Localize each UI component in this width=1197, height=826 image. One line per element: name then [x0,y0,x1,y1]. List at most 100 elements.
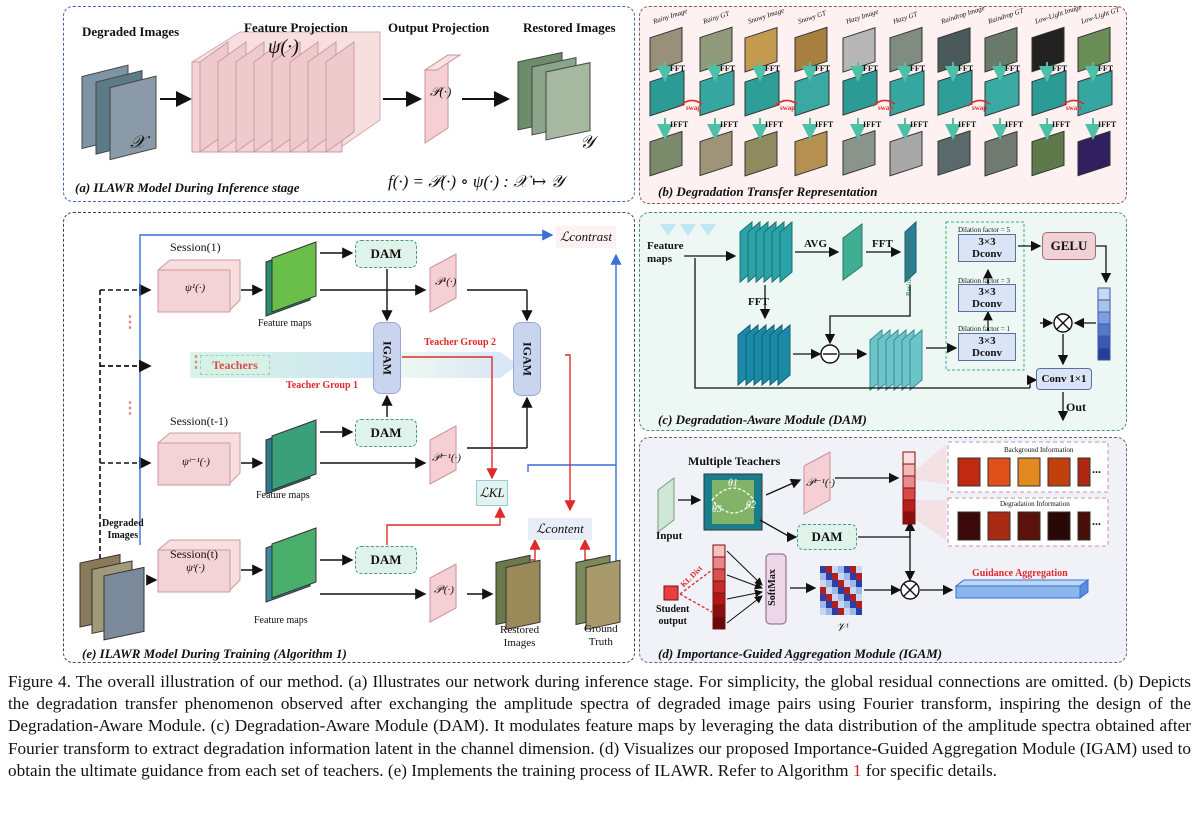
v-matrix-cell [844,601,850,608]
v-matrix-cell [844,573,850,580]
degradation-transfer-grid [649,26,1113,177]
restored-images-e-label: Restored Images [500,624,540,649]
inference-formula: f(·) = 𝒫(·) ∘ ψ(·) : 𝒳 ↦ 𝒴 [388,172,564,191]
feature-maps-3-label: Feature maps [254,615,308,626]
softmax-label: SoftMax [766,569,778,606]
panel-d-title: (d) Importance-Guided Aggregation Module… [658,646,943,661]
residual-dense-block-label: Residual Dense Block [905,233,913,296]
dam-box-3: DAM [355,546,417,574]
degraded-images-e-label: Degraded Images [102,518,144,541]
v-matrix-cell [844,566,850,573]
v-matrix-cell [826,580,832,587]
input-label: Input [656,530,683,542]
v-matrix-cell [826,601,832,608]
teachers-label: Teachers [200,355,270,375]
l-contrast-label: ℒcontrast [556,226,616,248]
x-symbol: 𝒳 [130,132,146,152]
ifft-label: IFFT [815,120,834,129]
theta3-label: θ3 [712,504,722,515]
v-matrix-cell [856,601,862,608]
dconv-1: 3×3 Dconv [958,333,1016,361]
theta1-label: θ1 [728,478,738,489]
dam-box-d: DAM [797,524,857,550]
feature-maps-label: Feature maps [647,240,684,265]
v-matrix-cell [844,580,850,587]
gelu-box: GELU [1042,232,1096,260]
v-matrix-cell [820,601,826,608]
v-matrix-cell [856,573,862,580]
p1-label: 𝒫¹(·) [435,276,457,288]
igam-box-2: IGAM [513,322,541,396]
pt-label: 𝒫ᵗ(·) [434,584,454,596]
feature-projection-block [191,31,381,153]
dilation-5-label: Dilation factor = 5 [958,226,1010,234]
y-symbol: 𝒴 [580,132,595,152]
v-matrix-cell [850,566,856,573]
fft-label: FFT [815,64,831,73]
v-matrix-cell [850,594,856,601]
ifft-label: IFFT [720,120,739,129]
v-matrix-cell [850,580,856,587]
swap-label: swap [686,104,702,112]
swap-label: swap [972,104,988,112]
v-matrix-cell [838,587,844,594]
ellipsis-bottom: ... [1092,514,1101,528]
v-matrix [820,566,862,615]
v-matrix-cell [832,608,838,615]
feature-maps-1-label: Feature maps [258,318,312,329]
ifft-label: IFFT [1005,120,1024,129]
dots-3: ⋮ [122,400,138,417]
l-content-label: ℒcontent [528,518,592,540]
dconv-5: 3×3 Dconv [958,234,1016,262]
v-matrix-cell [856,587,862,594]
caption-text-end: for specific details. [861,760,997,780]
v-matrix-cell [826,566,832,573]
sessiont1-label: Session(t-1) [170,414,228,428]
v-matrix-cell [820,580,826,587]
fft-label: FFT [1098,64,1114,73]
dam-box-2: DAM [355,419,417,447]
panel-c-title: (c) Degradation-Aware Module (DAM) [658,412,867,427]
swap-label: swap [780,104,796,112]
dam-box-1: DAM [355,240,417,268]
theta2-label: θ2 [746,500,756,511]
v-matrix-cell [856,594,862,601]
v-matrix-cell [856,608,862,615]
v-matrix-cell [844,594,850,601]
panel-e-title: (e) ILAWR Model During Training (Algorit… [82,646,347,661]
algorithm-ref-link[interactable]: 1 [852,760,862,780]
p-symbol: 𝒫(·) [430,84,452,99]
v-matrix-cell [820,608,826,615]
psit1-label: ψᵗ⁻¹(·) [182,456,210,468]
dots-1: ⋮ [122,314,138,331]
v-matrix-cell [838,573,844,580]
v-matrix-cell [850,587,856,594]
swap-label: swap [1066,104,1082,112]
v-matrix-cell [820,573,826,580]
v-matrix-cell [820,587,826,594]
ifft-label: IFFT [863,120,882,129]
v-matrix-cell [826,608,832,615]
feature-projection-label: Feature Projection [244,20,348,35]
v-matrix-cell [832,573,838,580]
v-matrix-cell [856,580,862,587]
v-matrix-cell [832,566,838,573]
training-diagram [79,229,622,641]
fft-label: FFT [1005,64,1021,73]
panel-a [63,6,635,202]
ifft-label: IFFT [1052,120,1071,129]
dam-diagram [660,220,1112,422]
v-matrix-cell [844,608,850,615]
p-prev-label: 𝒫ᵗ⁻¹(·) [806,477,835,489]
dilation-3-label: Dilation factor = 3 [958,277,1010,285]
fft-label: FFT [670,64,686,73]
v-matrix-cell [838,594,844,601]
v-matrix-cell [850,573,856,580]
pt1-label: 𝒫ᵗ⁻¹(·) [432,452,461,464]
igam-box-1: IGAM [373,322,401,394]
ifft-label: IFFT [958,120,977,129]
session1-label: Session(1) [170,240,221,254]
ifft-label: IFFT [765,120,784,129]
panel-a-title: (a) ILAWR Model During Inference stage [75,180,300,195]
v-matrix-cell [832,587,838,594]
